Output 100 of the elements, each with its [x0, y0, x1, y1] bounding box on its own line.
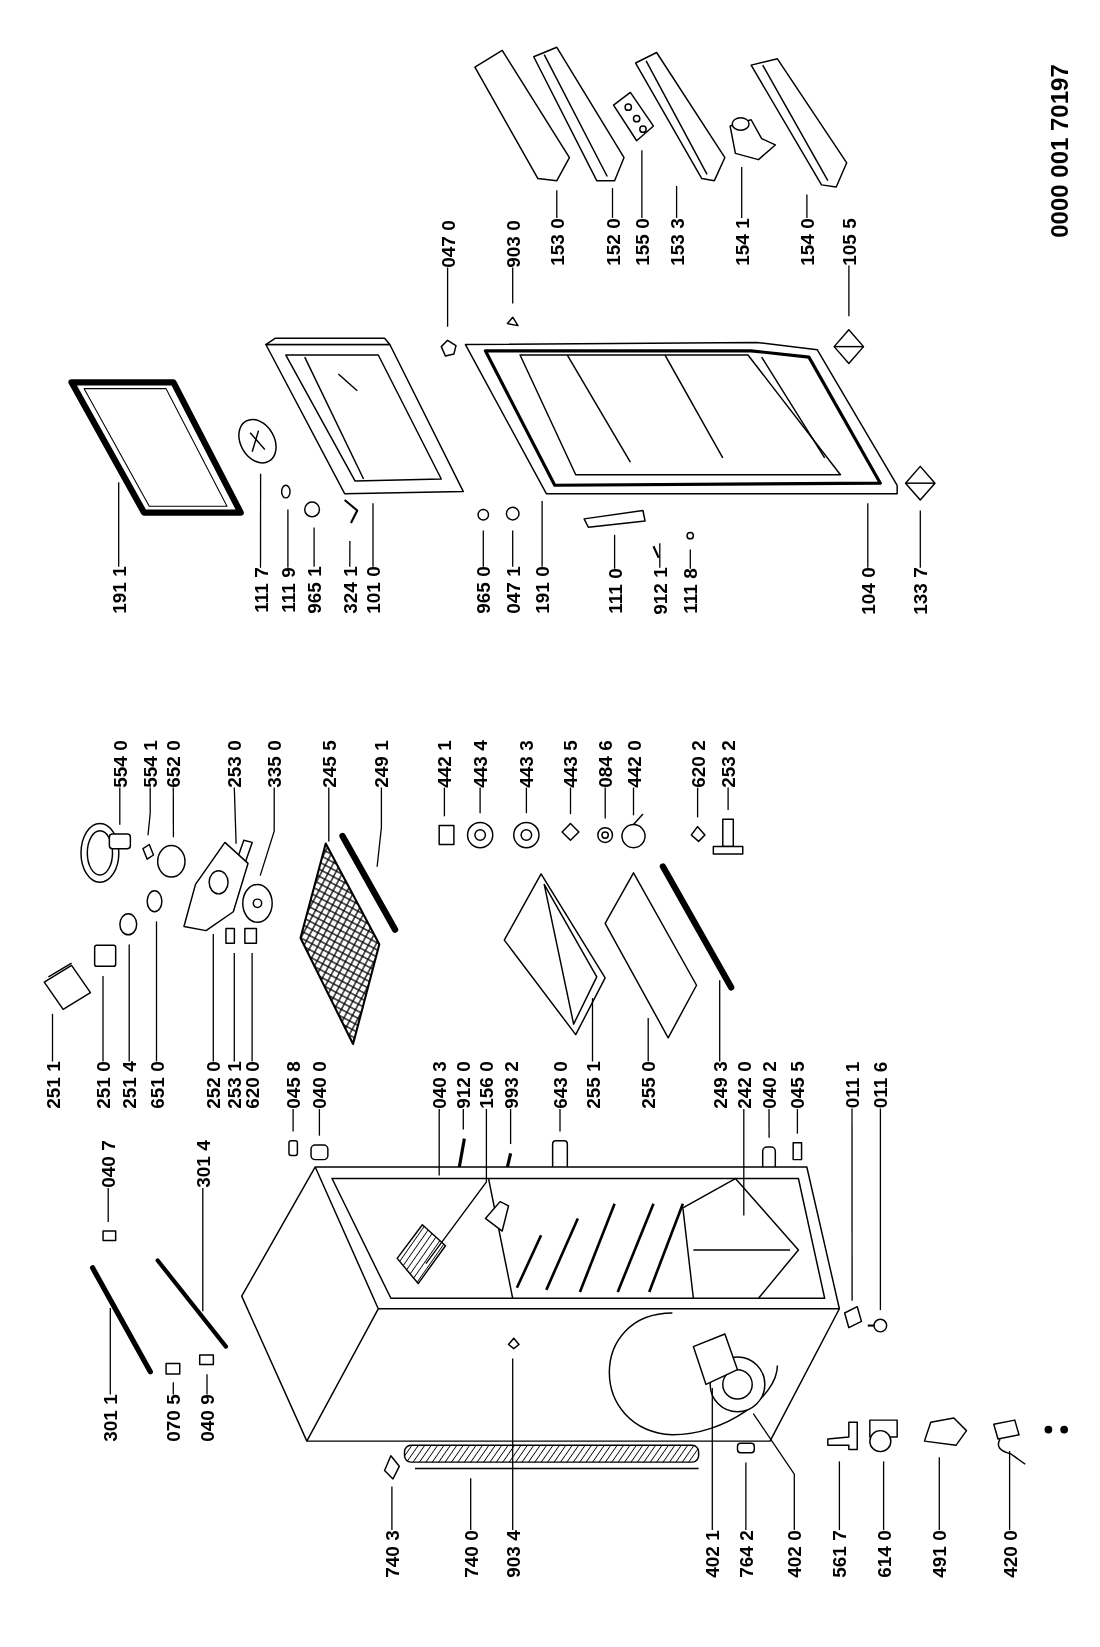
leader-line: [768, 1108, 770, 1139]
drawing-reference-number: 0000 001 70197: [1048, 64, 1073, 239]
leader-line: [641, 149, 643, 219]
callout-number: 554 0: [111, 740, 129, 788]
callout-number: 111 9: [279, 567, 297, 614]
leader-line: [659, 542, 661, 569]
leader-line: [212, 933, 214, 1063]
callout-number: 903 4: [504, 1530, 522, 1578]
leader-line: [313, 526, 315, 568]
callout-number: 252 0: [204, 1061, 222, 1110]
callout-number: 111 0: [606, 568, 624, 615]
callout-number: 101 0: [364, 566, 382, 615]
callout-number: 105 5: [840, 217, 858, 266]
leader-line: [559, 1108, 561, 1133]
leader-line: [556, 189, 558, 219]
callout-number: 442 1: [435, 740, 453, 788]
leader-line: [541, 500, 543, 568]
leader-line: [482, 529, 484, 568]
leader-line: [233, 952, 235, 1063]
callout-number: 740 3: [383, 1530, 401, 1578]
leader-line: [462, 1108, 464, 1131]
callout-number: 965 0: [474, 566, 492, 615]
callout-number: 620 2: [689, 740, 707, 788]
leader-line: [109, 1307, 111, 1396]
callout-number: 111 8: [681, 568, 699, 615]
leader-line: [675, 185, 678, 219]
leader-line: [251, 952, 253, 1063]
callout-number: 912 1: [651, 567, 669, 616]
callout-number: 442 0: [625, 740, 642, 788]
leader-line: [569, 786, 572, 815]
leader-line: [438, 1108, 440, 1177]
callout-number: 191 1: [110, 566, 128, 615]
callout-number: 255 0: [639, 1061, 657, 1110]
callout-number: 104 0: [859, 567, 877, 616]
leader-line: [443, 786, 446, 817]
leader-line: [328, 786, 330, 843]
leader-line: [512, 266, 514, 305]
callout-number: 040 9: [198, 1394, 216, 1443]
callout-number: 993 2: [502, 1061, 520, 1110]
callout-number: 245 5: [320, 740, 338, 788]
callout-number: 651 0: [148, 1061, 166, 1110]
leader-line: [882, 1460, 885, 1531]
leader-line: [745, 1461, 747, 1531]
leader-line: [879, 1107, 882, 1311]
callout-number: 040 7: [99, 1140, 117, 1188]
leader-line: [591, 997, 594, 1063]
leader-line: [102, 975, 104, 1063]
leader-line: [867, 502, 869, 569]
leader-line: [287, 508, 289, 569]
leader-line: [806, 193, 808, 219]
leader-line: [696, 786, 699, 819]
callout-number: 154 1: [733, 217, 751, 266]
callout-number: 111 7: [252, 567, 270, 614]
callout-number: 251 1: [44, 1061, 61, 1110]
leader-line: [128, 943, 130, 1063]
leader-line: [470, 1477, 472, 1531]
leader-line: [512, 1357, 514, 1531]
callout-number: 420 0: [1001, 1530, 1019, 1578]
callout-number: 155 0: [633, 217, 651, 266]
leader-line: [838, 1460, 841, 1531]
leader-line: [172, 1381, 174, 1396]
callout-number: 253 1: [225, 1061, 243, 1110]
leader-line: [155, 920, 158, 1063]
callout-number: 402 0: [785, 1530, 803, 1578]
leader-line: [147, 786, 151, 836]
leader-line: [719, 979, 721, 1063]
callout-number: 152 0: [604, 217, 621, 266]
callout-number: 301 1: [101, 1394, 119, 1443]
leader-line: [848, 264, 850, 317]
callout-number: 084 6: [596, 740, 614, 788]
callout-number: 133 7: [911, 567, 929, 616]
callout-number: 652 0: [164, 740, 182, 788]
leader-line: [349, 540, 351, 568]
leader-line: [632, 786, 635, 816]
callout-number: 251 0: [94, 1061, 112, 1110]
leader-line: [727, 786, 729, 811]
leader-line: [119, 786, 121, 826]
leader-line: [446, 266, 449, 328]
callout-number: 153 3: [668, 217, 686, 266]
leader-line: [1008, 1450, 1011, 1531]
callout-number: 903 0: [504, 219, 522, 268]
callout-number: 620 0: [243, 1061, 261, 1110]
callout-number: 191 0: [533, 566, 551, 615]
leader-line: [743, 1108, 745, 1217]
leader-line: [938, 1456, 940, 1531]
leader-line: [479, 786, 481, 814]
leader-line: [107, 1187, 109, 1223]
callout-number: 443 3: [517, 740, 535, 788]
leader-line: [292, 1108, 294, 1133]
callout-number: 242 0: [735, 1061, 753, 1110]
callout-number: 764 2: [737, 1530, 755, 1578]
callout-number: 253 0: [225, 740, 243, 788]
leader-line: [509, 1108, 512, 1145]
callout-number: 047 0: [439, 219, 457, 268]
leader-line: [391, 1485, 393, 1531]
leader-line: [233, 786, 237, 845]
leader-line: [752, 1412, 795, 1531]
callout-number: 249 3: [711, 1061, 729, 1110]
leader-line: [51, 1013, 54, 1063]
leader-line: [318, 1108, 321, 1137]
